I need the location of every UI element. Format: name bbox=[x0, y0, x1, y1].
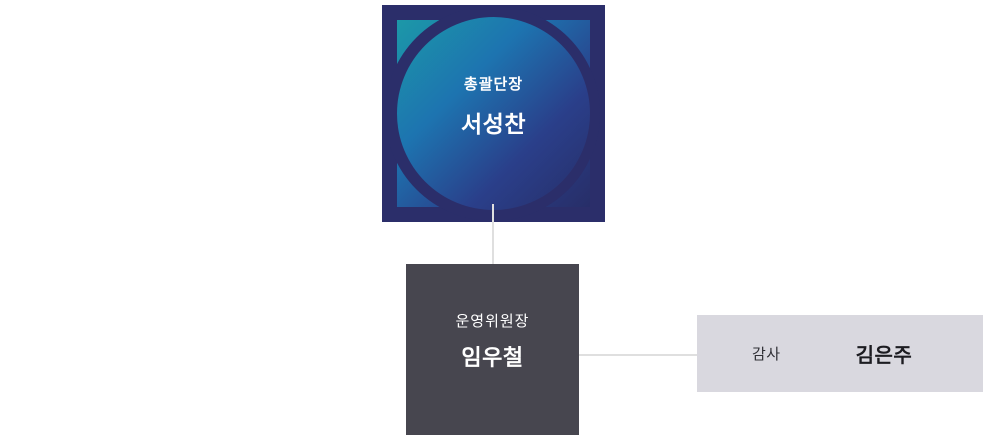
director-name-label: 서성찬 bbox=[461, 111, 526, 137]
director-gradient-circle: 총괄단장 서성찬 bbox=[397, 17, 590, 210]
org-node-auditor: 감사 김은주 bbox=[697, 315, 983, 392]
director-role-label: 총괄단장 bbox=[463, 76, 524, 93]
chairman-name-label: 임우철 bbox=[461, 345, 524, 370]
org-node-director: 총괄단장 서성찬 bbox=[382, 5, 605, 222]
org-node-chairman: 운영위원장 임우철 bbox=[406, 264, 579, 435]
auditor-role-label: 감사 bbox=[752, 346, 781, 363]
connector-vertical-line bbox=[492, 204, 494, 264]
chairman-role-label: 운영위원장 bbox=[455, 313, 530, 330]
auditor-name-label: 김은주 bbox=[855, 345, 913, 367]
connector-horizontal-line bbox=[579, 354, 697, 356]
